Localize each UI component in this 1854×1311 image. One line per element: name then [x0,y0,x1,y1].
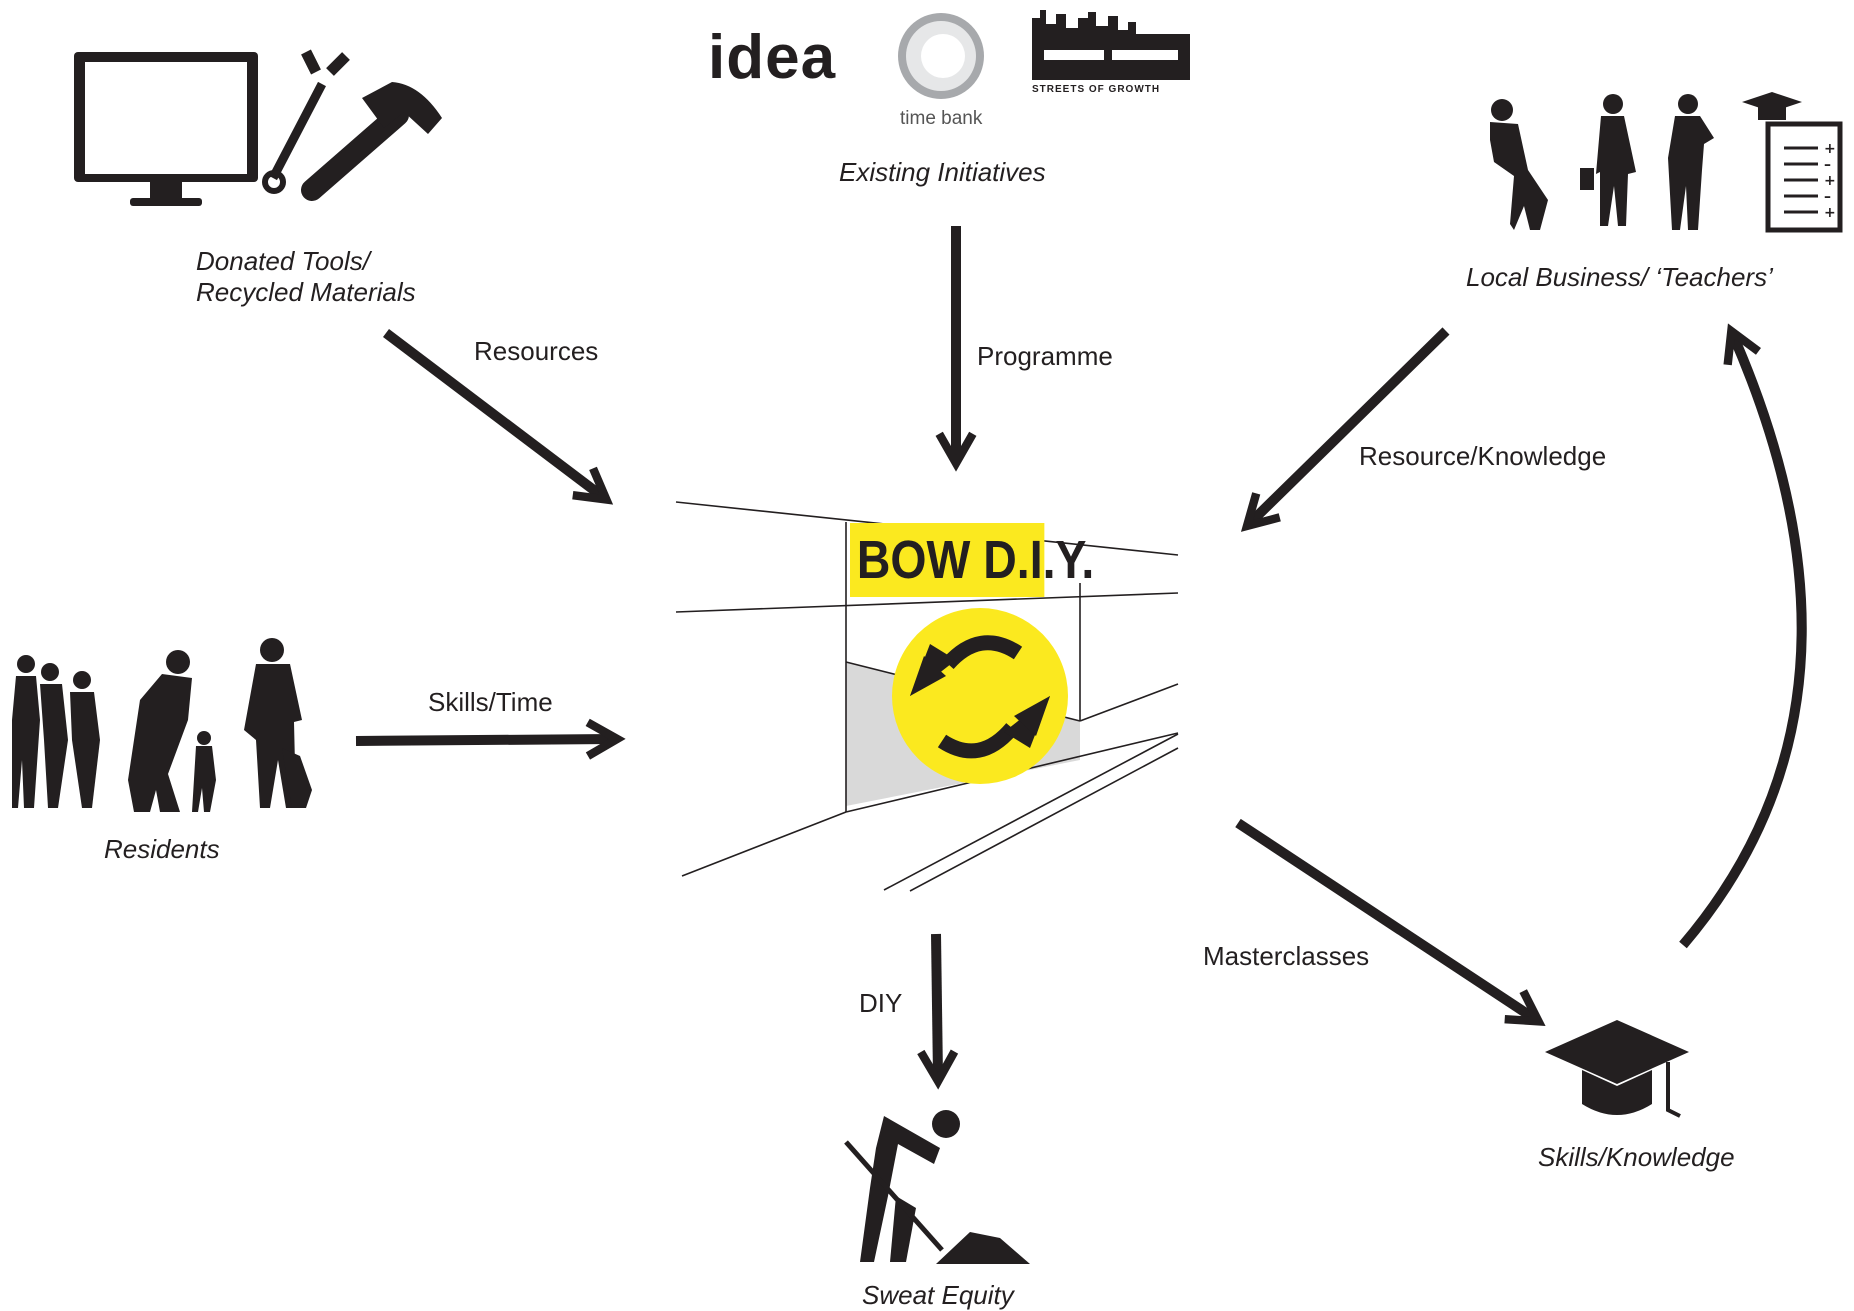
swap-icon [892,608,1068,784]
streets-of-growth-logo-text: STREETS OF GROWTH [1032,84,1161,95]
svg-text:–: – [1824,157,1831,173]
node-label-initiatives: Existing Initiatives [839,157,1046,187]
edge-label-masterclasses: Masterclasses [1203,941,1370,971]
node-label-skills-knowledge: Skills/Knowledge [1538,1142,1735,1172]
node-label-business: Local Business/ ‘Teachers’ [1466,262,1773,292]
man-reading-silhouette-icon [1668,94,1714,230]
worker-digging-icon [844,1110,1030,1264]
bow-diy-banner: BOW D.I.Y. [850,523,1094,597]
residents-silhouette-icon [12,638,312,812]
edge-label-programme: Programme [977,341,1113,371]
idea-logo: idea [708,23,837,92]
svg-text:+: + [1824,173,1836,189]
streets-of-growth-logo-icon [1032,10,1190,80]
arrow-diy [917,933,959,1090]
graduation-cap-icon [1742,92,1802,120]
svg-text:+: + [1824,141,1836,157]
musician-silhouette-icon [1490,99,1548,230]
svg-text:–: – [1824,189,1831,205]
wrench-icon [262,49,350,194]
checklist-icon: +–+–+ [1765,121,1843,233]
node-label-tools: Donated Tools/ Recycled Materials [196,246,416,308]
node-label-residents: Residents [104,834,220,864]
businessman-silhouette-icon [1580,94,1636,226]
arrow-skills-time [355,718,626,760]
hammer-icon [301,82,442,201]
arrow-resources [382,329,614,505]
mortarboard-icon [1545,1020,1689,1118]
edge-label-diy: DIY [859,988,903,1018]
time-bank-logo-icon [898,13,984,99]
monitor-icon [74,52,258,206]
time-bank-logo-text: time bank [900,108,983,129]
edge-label-resource-knowledge: Resource/Knowledge [1359,441,1607,471]
arrow-feedback-curve [1679,323,1807,949]
arrow-masterclasses [1235,818,1546,1026]
node-label-sweat-equity: Sweat Equity [862,1280,1014,1310]
arrow-resource-knowledge [1240,327,1450,532]
edge-label-resources: Resources [474,336,599,366]
svg-text:+: + [1824,205,1836,221]
edge-label-skills-time: Skills/Time [428,687,553,717]
